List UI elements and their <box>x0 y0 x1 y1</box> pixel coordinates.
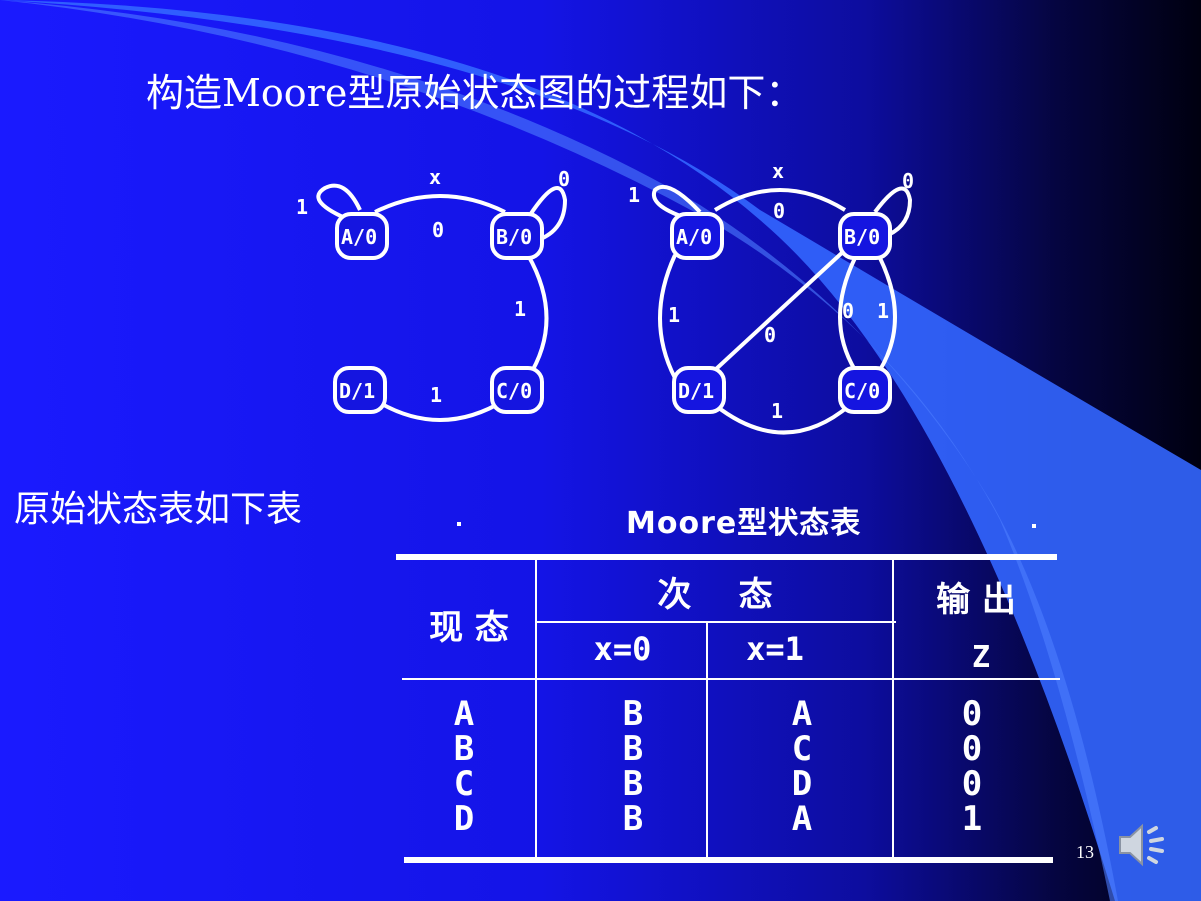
table-row: D <box>791 764 813 804</box>
right-node-b <box>838 212 892 260</box>
table-row: B <box>622 694 644 734</box>
table-caption: Moore型状态表 <box>626 506 862 541</box>
header-present-state: 现 态 <box>429 608 509 648</box>
left-label-b-self: 0 <box>558 167 570 191</box>
subheader-x1: x=1 <box>746 630 804 668</box>
right-self-loop-b <box>873 186 913 237</box>
table-row: C <box>791 729 813 769</box>
left-node-c-label: C/0 <box>496 379 532 403</box>
right-node-c <box>838 366 892 414</box>
left-node-b <box>490 212 544 260</box>
decor-dot-left <box>457 522 461 526</box>
right-edge-b-c-0 <box>838 257 857 372</box>
table-row: 0 <box>961 729 983 769</box>
right-edge-a-to-b <box>713 188 847 212</box>
table-row: 0 <box>961 694 983 734</box>
table-row: 0 <box>961 764 983 804</box>
right-edge-a-d <box>658 254 677 379</box>
speaker-icon[interactable] <box>1116 820 1172 870</box>
subheader-z: Z <box>971 640 991 675</box>
right-input-label: x <box>772 159 784 183</box>
column-present-state: A B C D <box>434 697 494 837</box>
header-output: 输 出 <box>936 580 1016 620</box>
table-grid <box>396 554 1060 863</box>
column-next-x0: B B B B <box>603 697 663 837</box>
left-state-diagram: A/0 B/0 C/0 D/1 x 1 0 0 1 1 <box>296 165 570 422</box>
right-label-a-self: 1 <box>628 183 640 207</box>
left-label-a-self: 1 <box>296 195 308 219</box>
right-edge-d-c <box>713 403 852 435</box>
left-node-a <box>335 212 389 260</box>
right-node-a <box>670 212 724 260</box>
left-label-a-to-b: 0 <box>432 218 444 242</box>
right-label-a-to-b: 0 <box>773 199 785 223</box>
table-row: B <box>622 799 644 839</box>
right-label-b-c-0: 0 <box>842 299 854 323</box>
slide-title: 构造Moore型原始状态图的过程如下： <box>146 71 804 115</box>
left-node-b-label: B/0 <box>496 225 532 249</box>
column-next-x1: A C D A <box>772 697 832 837</box>
left-input-label: x <box>429 165 441 189</box>
header-next-state: 次 态 <box>657 575 773 615</box>
left-edge-c-to-d <box>373 398 507 422</box>
right-label-b-self: 0 <box>902 169 914 193</box>
right-label-d-c: 1 <box>771 399 783 423</box>
table-row: B <box>622 764 644 804</box>
right-label-b-c-1: 1 <box>877 299 889 323</box>
decor-dot-right <box>1032 524 1036 528</box>
left-self-loop-b <box>528 186 568 242</box>
table-row: A <box>791 799 813 839</box>
right-edge-b-c-1 <box>878 257 897 372</box>
right-node-c-label: C/0 <box>844 379 880 403</box>
table-row: A <box>791 694 813 734</box>
left-label-c-to-d: 1 <box>430 383 442 407</box>
right-node-d <box>672 366 726 414</box>
column-output-z: 0 0 0 1 <box>942 697 1002 837</box>
right-self-loop-a <box>651 184 702 220</box>
left-node-d <box>333 366 387 414</box>
table-row: B <box>453 729 475 769</box>
table-row: 1 <box>961 799 983 839</box>
right-node-b-label: B/0 <box>844 225 880 249</box>
left-node-a-label: A/0 <box>341 225 377 249</box>
table-row: C <box>453 764 475 804</box>
left-node-d-label: D/1 <box>339 379 375 403</box>
table-row: A <box>453 694 475 734</box>
left-node-c <box>490 366 544 414</box>
table-row: B <box>622 729 644 769</box>
subheader-x0: x=0 <box>593 630 652 668</box>
left-self-loop-a <box>316 183 362 220</box>
right-node-d-label: D/1 <box>678 379 714 403</box>
left-label-b-to-c: 1 <box>514 297 526 321</box>
left-edge-b-to-c <box>526 254 549 380</box>
right-label-a-d: 1 <box>668 303 680 327</box>
left-edge-a-to-b <box>374 194 506 214</box>
right-node-a-label: A/0 <box>676 225 712 249</box>
right-state-diagram: A/0 B/0 C/0 D/1 x 1 0 0 1 0 0 1 1 <box>628 159 914 435</box>
table-row: D <box>453 799 475 839</box>
page-number: 13 <box>1076 842 1094 862</box>
right-edge-d-to-b <box>713 248 847 372</box>
table-intro-text: 原始状态表如下表 <box>14 489 303 530</box>
right-label-d-to-b: 0 <box>764 323 776 347</box>
